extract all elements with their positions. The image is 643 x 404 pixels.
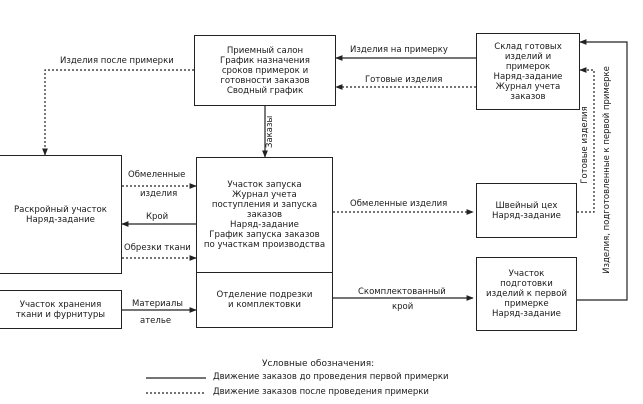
flow-finished-vertical [577, 67, 595, 213]
label-kitted-line1: Скомплектованный [358, 287, 446, 297]
storage-section-box: Участок хранения ткани и фурнитуры [0, 290, 122, 329]
launch-section-box: Участок запуска Журнал учета поступления… [196, 157, 333, 273]
flow-prepared-vertical [577, 39, 628, 301]
preparation-section-box: Участок подготовки изделий к первой прим… [476, 257, 577, 331]
storage-section-text: Участок хранения ткани и фурнитуры [15, 299, 106, 320]
label-prepared-vertical: Изделия, подготовленные к первой примерк… [602, 66, 612, 274]
reception-salon-box: Приемный салон График назначения сроков … [194, 35, 336, 106]
label-finished: Готовые изделия [365, 75, 443, 85]
label-for-fitting: Изделия на примерку [350, 45, 448, 55]
legend-dotted-text: Движение заказов после проведения пример… [213, 387, 429, 397]
label-cut: Крой [146, 212, 169, 222]
flow-after-fitting [42, 69, 194, 156]
label-orders: Заказы [265, 115, 275, 148]
legend-title: Условные обозначения: [262, 359, 375, 369]
label-swapped-line1: Обмеленные [128, 170, 186, 180]
label-swapped-line2: изделия [140, 189, 178, 199]
label-materials-line1: Материалы [132, 299, 183, 309]
label-after-fitting: Изделия после примерки [60, 56, 174, 66]
warehouse-text: Склад готовых изделий и примерок Наряд-з… [493, 41, 563, 102]
trimming-section-box: Отделение подрезки и комплектовки [196, 272, 333, 328]
sewing-shop-text: Швейный цех Наряд-задание [492, 200, 561, 221]
cutting-section-text: Раскройный участок Наряд-задание [14, 204, 107, 225]
label-finished-vertical: Готовые изделия [580, 106, 590, 184]
warehouse-box: Склад готовых изделий и примерок Наряд-з… [476, 33, 580, 110]
label-scraps: Обрезки ткани [124, 243, 191, 253]
preparation-section-text: Участок подготовки изделий к первой прим… [486, 269, 567, 319]
label-materials-line2: ателье [140, 316, 172, 326]
cutting-section-box: Раскройный участок Наряд-задание [0, 155, 122, 274]
reception-salon-text: Приемный салон График назначения сроков … [220, 45, 310, 96]
launch-section-text: Участок запуска Журнал учета поступления… [203, 180, 326, 250]
label-kitted-line2: крой [392, 302, 414, 312]
trimming-section-text: Отделение подрезки и комплектовки [216, 290, 313, 310]
label-swapped-items: Обмеленные изделия [350, 199, 448, 209]
sewing-shop-box: Швейный цех Наряд-задание [476, 183, 577, 238]
legend-solid-text: Движение заказов до проведения первой пр… [213, 372, 449, 382]
